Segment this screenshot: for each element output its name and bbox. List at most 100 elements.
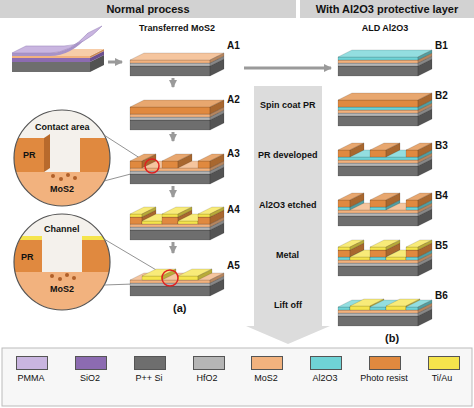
layer-front bbox=[370, 307, 386, 310]
layer-front bbox=[130, 107, 210, 114]
residue-dot bbox=[58, 277, 62, 281]
layer-top bbox=[130, 53, 224, 60]
layer-front bbox=[130, 283, 210, 286]
residue-dot bbox=[65, 273, 69, 277]
panel-header: Normal process bbox=[0, 0, 296, 18]
layer-side bbox=[418, 50, 432, 60]
layer-front bbox=[406, 257, 418, 260]
layer-front bbox=[178, 221, 198, 224]
pr-wall-side bbox=[44, 134, 50, 172]
legend-swatch bbox=[428, 356, 460, 370]
step-arrow bbox=[108, 61, 122, 64]
layer-front bbox=[338, 60, 418, 63]
layer-front bbox=[370, 250, 386, 257]
layer-front bbox=[338, 116, 418, 126]
layer-front bbox=[370, 247, 386, 250]
layer-front bbox=[338, 110, 418, 113]
step-label: PR developed bbox=[256, 150, 320, 161]
mos2-layer bbox=[10, 272, 120, 314]
layer-front bbox=[338, 247, 350, 250]
layer-front bbox=[338, 57, 418, 60]
layer-front bbox=[406, 200, 418, 207]
layer-front bbox=[406, 247, 418, 250]
process-step: ALD Al2O3B1 bbox=[334, 22, 452, 78]
legend-text: PMMA bbox=[2, 373, 60, 384]
layer-front bbox=[338, 257, 350, 260]
layer-front bbox=[338, 313, 418, 316]
layer-side bbox=[210, 207, 224, 217]
process-step: Transferred MoS2A1 bbox=[126, 22, 242, 78]
layer-stack bbox=[126, 88, 226, 132]
legend-text: HfO2 bbox=[178, 373, 236, 384]
residue-dot bbox=[72, 276, 76, 280]
layer-front bbox=[338, 160, 418, 163]
step-label: Al2O3 etched bbox=[257, 200, 319, 211]
legend-swatch bbox=[193, 356, 225, 370]
zoom-label: Contact area bbox=[35, 122, 90, 133]
layer-front bbox=[178, 276, 198, 280]
layer-front bbox=[130, 286, 210, 296]
layer-front bbox=[406, 207, 418, 210]
layer-front bbox=[338, 250, 350, 257]
legend-text: P++ Si bbox=[120, 373, 178, 384]
layer-front bbox=[162, 214, 178, 217]
layer-front bbox=[130, 227, 210, 230]
step-arrow bbox=[244, 67, 331, 70]
layer-front bbox=[350, 257, 370, 260]
residue-dot bbox=[51, 174, 55, 178]
layer-front bbox=[130, 214, 142, 217]
layer-side bbox=[418, 93, 432, 107]
si-layer bbox=[12, 62, 90, 72]
layer-front bbox=[386, 306, 406, 310]
layer-front bbox=[130, 230, 210, 240]
layer-front bbox=[130, 224, 210, 227]
layer-top bbox=[130, 100, 224, 107]
process-step: A4 bbox=[126, 198, 242, 242]
layer-front bbox=[350, 306, 370, 310]
layer-front bbox=[338, 263, 418, 266]
layer-front bbox=[142, 276, 162, 280]
step-row: A4 bbox=[126, 198, 242, 242]
step-number: A1 bbox=[227, 40, 240, 78]
zoom-label: MoS2 bbox=[50, 284, 74, 295]
layer-front bbox=[338, 316, 418, 326]
layer-front bbox=[338, 200, 350, 207]
pr-wall bbox=[82, 240, 122, 272]
panel-title: With Al2O3 protective layer bbox=[300, 0, 474, 18]
layer-side bbox=[386, 143, 400, 157]
step-row: B2 bbox=[334, 84, 452, 128]
layer-front bbox=[338, 113, 418, 116]
step-row: B6 bbox=[334, 284, 452, 328]
step-number: B5 bbox=[435, 240, 448, 278]
legend-swatch bbox=[369, 356, 401, 370]
layer-front bbox=[130, 66, 210, 76]
step-number: A5 bbox=[227, 260, 240, 298]
layer-front bbox=[162, 161, 178, 168]
step-number: A4 bbox=[227, 204, 240, 242]
layer-front bbox=[338, 207, 350, 210]
legend-text: Al2O3 bbox=[296, 373, 354, 384]
layer-front bbox=[130, 280, 210, 283]
step-arrow bbox=[172, 132, 175, 141]
step-number: B1 bbox=[435, 40, 448, 78]
layer-front bbox=[338, 166, 418, 176]
layer-front bbox=[338, 266, 418, 276]
layer-stack bbox=[334, 84, 434, 128]
layer-side bbox=[418, 143, 432, 157]
step-title: ALD Al2O3 bbox=[334, 22, 436, 34]
step-arrow bbox=[172, 186, 175, 197]
zoom-label: PR bbox=[23, 150, 36, 161]
layer-front bbox=[130, 63, 210, 66]
process-arrow bbox=[246, 86, 330, 344]
layer-front bbox=[338, 107, 418, 110]
zoom-label: MoS2 bbox=[50, 184, 74, 195]
legend-text: MoS2 bbox=[237, 373, 295, 384]
process-step: A3 bbox=[126, 142, 242, 186]
layer-stack bbox=[334, 234, 434, 278]
layer-front bbox=[406, 150, 418, 157]
process-step: B2 bbox=[334, 84, 452, 128]
layer-front bbox=[198, 217, 210, 224]
layer-front bbox=[142, 221, 162, 224]
layer-stack bbox=[126, 34, 226, 78]
metal-cap bbox=[10, 236, 42, 240]
